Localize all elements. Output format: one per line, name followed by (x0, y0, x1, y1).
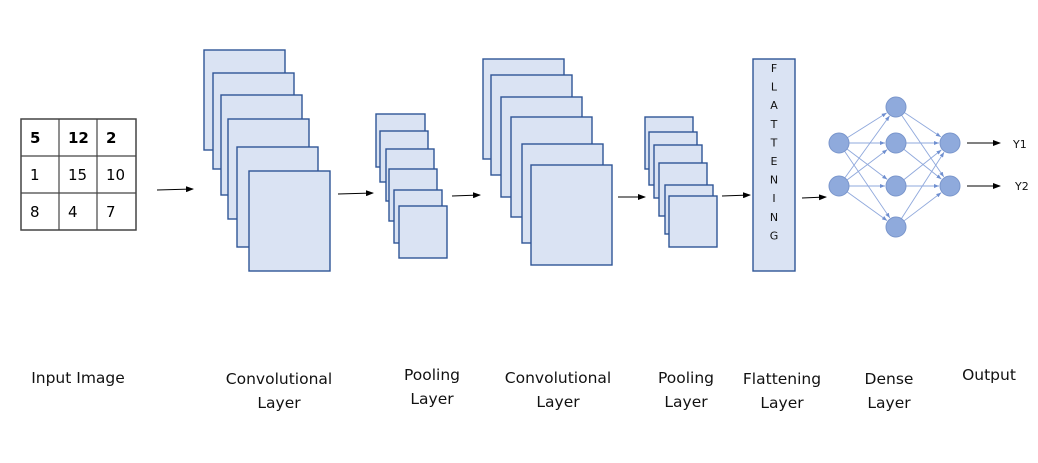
neuron-node (939, 132, 961, 154)
flattening-letter: F (771, 62, 777, 75)
stage-label-flatten: Layer (760, 394, 804, 412)
flattening-letter: T (770, 136, 778, 149)
flattening-letter: I (772, 192, 775, 205)
grid-cell-value: 1 (30, 166, 40, 184)
stage-label-output: Output (962, 366, 1016, 384)
flattening-letter: N (770, 174, 778, 187)
dense-edge (901, 152, 945, 219)
grid-cell-value: 5 (30, 129, 40, 147)
grid-cell-value: 2 (106, 129, 116, 147)
neuron-node (939, 175, 961, 197)
conv-layer-1-feature-maps (203, 49, 331, 272)
neuron-node (885, 132, 907, 154)
flattening-rect (752, 58, 796, 272)
stage-arrows (156, 140, 1001, 201)
stage-label-pool2: Pooling (658, 369, 714, 387)
stage-label-conv2: Convolutional (505, 369, 611, 387)
feature-map (398, 205, 448, 259)
feature-map (530, 164, 613, 266)
pooling-layer-2-feature-maps (644, 116, 718, 248)
output-label: Y1 (1012, 138, 1027, 151)
flattening-letter: E (771, 155, 778, 168)
neuron-node (885, 96, 907, 118)
stage-label-pool2: Layer (664, 393, 708, 411)
dense-edge (904, 112, 942, 138)
flattening-letter: A (770, 99, 778, 112)
stage-label-pool1: Layer (410, 390, 454, 408)
stage-label-conv1: Convolutional (226, 370, 332, 388)
stage-label-dense: Dense (865, 370, 914, 388)
stage-label-pool1: Pooling (404, 366, 460, 384)
flow-arrow (801, 194, 827, 201)
grid-border (20, 118, 137, 231)
dense-edge (903, 149, 942, 181)
conv-layer-2-feature-maps (482, 58, 613, 266)
flattening-letter: T (770, 118, 778, 131)
stage-label-conv2: Layer (536, 393, 580, 411)
stage-label-flatten: Flattening (743, 370, 821, 388)
dense-edge (903, 148, 942, 180)
dense-edge (844, 115, 890, 179)
stage-label-input: Input Image (31, 369, 125, 387)
grid-cell-value: 12 (68, 129, 89, 147)
dense-edge (844, 151, 891, 219)
flow-arrow (451, 192, 481, 199)
grid-cell-value: 8 (30, 203, 40, 221)
flattening-letter: G (770, 229, 779, 242)
grid-cell-value: 10 (106, 166, 125, 184)
dense-nodes (828, 96, 961, 238)
flow-arrow (721, 192, 751, 199)
output-label: Y2 (1014, 180, 1029, 193)
dense-edge (846, 149, 888, 181)
neuron-node (828, 132, 850, 154)
grid-cell-value: 4 (68, 203, 78, 221)
dense-edge (903, 192, 942, 222)
stage-label-dense: Layer (867, 394, 911, 412)
dense-edges (844, 112, 945, 222)
neuron-node (885, 175, 907, 197)
flattening-letter: N (770, 211, 778, 224)
grid-cell-value: 7 (106, 203, 116, 221)
flattening-letter: L (771, 81, 778, 94)
neuron-node (828, 175, 850, 197)
pooling-layer-1-feature-maps (375, 113, 448, 259)
dense-edge (847, 112, 887, 139)
feature-map (668, 195, 718, 248)
grid-cell-value: 15 (68, 166, 87, 184)
dense-edge (846, 148, 888, 180)
flow-arrow (337, 190, 374, 197)
dense-edge (901, 115, 945, 178)
input-image-grid: 5 12 2 1 15 10 8 4 7 (20, 118, 137, 231)
feature-map (248, 170, 331, 272)
stage-label-conv1: Layer (257, 394, 301, 412)
dense-edge (846, 191, 888, 221)
neuron-node (885, 216, 907, 238)
flow-arrow (156, 186, 194, 193)
